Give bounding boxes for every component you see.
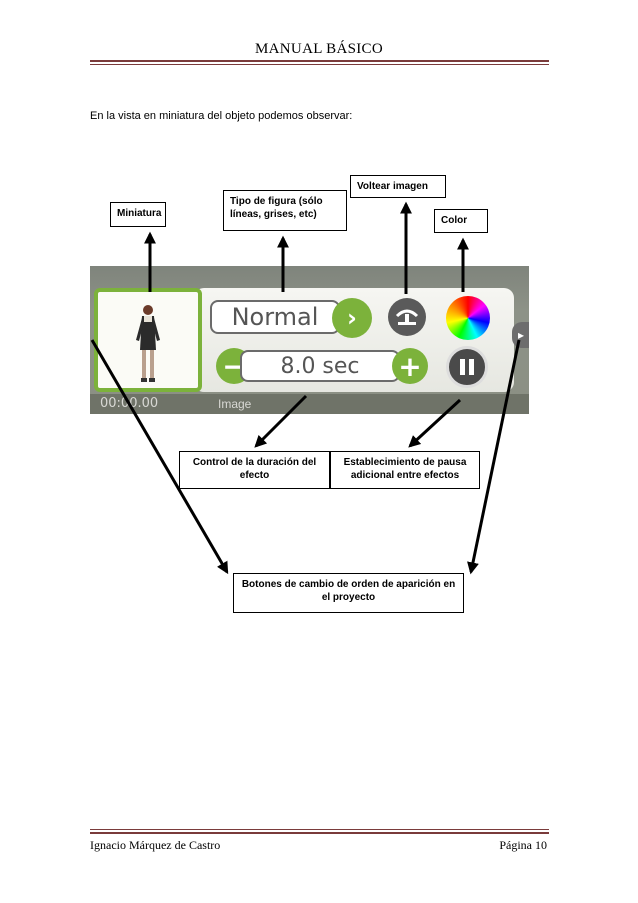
header-rule-thin [90, 64, 549, 65]
label-orden: Botones de cambio de orden de aparición … [233, 573, 464, 613]
label-miniatura-text: Miniatura [117, 208, 162, 219]
intro-text: En la vista en miniatura del objeto pode… [90, 110, 353, 122]
right-arrow-icon[interactable]: ▸ [512, 322, 529, 348]
shape-type-selector[interactable]: Normal [210, 300, 340, 334]
thumbnail-figure [136, 305, 160, 382]
duration-value: 8.0 sec [280, 353, 360, 379]
label-voltear: Voltear imagen [350, 175, 446, 198]
pause-icon[interactable] [446, 346, 488, 388]
chevron-right-icon[interactable]: › [332, 298, 372, 338]
header-rule [90, 60, 549, 62]
label-miniatura: Miniatura [110, 202, 166, 227]
label-voltear-text: Voltear imagen [357, 181, 428, 192]
shape-type-value: Normal [231, 303, 319, 331]
footer-rule [90, 832, 549, 834]
thumbnail-screenshot: Normal › − 8.0 sec + ▸ 00:00.00 Image [90, 266, 529, 414]
label-pausa-text: Establecimiento de pausa adicional entre… [343, 457, 467, 481]
label-tipo-figura: Tipo de figura (sólo líneas, grises, etc… [223, 190, 347, 231]
label-duracion-text: Control de la duración del efecto [192, 457, 317, 481]
label-color: Color [434, 209, 488, 233]
label-pausa: Establecimiento de pausa adicional entre… [330, 451, 480, 489]
flip-glyph [395, 309, 419, 325]
plus-icon[interactable]: + [392, 348, 428, 384]
type-label: Image [218, 397, 252, 411]
page-header-title: MANUAL BÁSICO [255, 41, 383, 57]
thumbnail-frame[interactable] [94, 288, 202, 392]
label-color-text: Color [441, 215, 468, 226]
pause-glyph [460, 359, 474, 375]
duration-display: 8.0 sec [240, 350, 400, 382]
color-wheel-icon[interactable] [446, 296, 490, 340]
label-tipo-figura-text: Tipo de figura (sólo líneas, grises, etc… [230, 196, 323, 220]
label-orden-text: Botones de cambio de orden de aparición … [241, 579, 456, 603]
footer-page-number: Página 10 [499, 838, 547, 852]
flip-icon[interactable] [388, 298, 426, 336]
timecode: 00:00.00 [100, 396, 159, 411]
footer-author: Ignacio Márquez de Castro [90, 838, 221, 852]
footer-rule-thin [90, 829, 549, 830]
label-duracion: Control de la duración del efecto [179, 451, 330, 489]
